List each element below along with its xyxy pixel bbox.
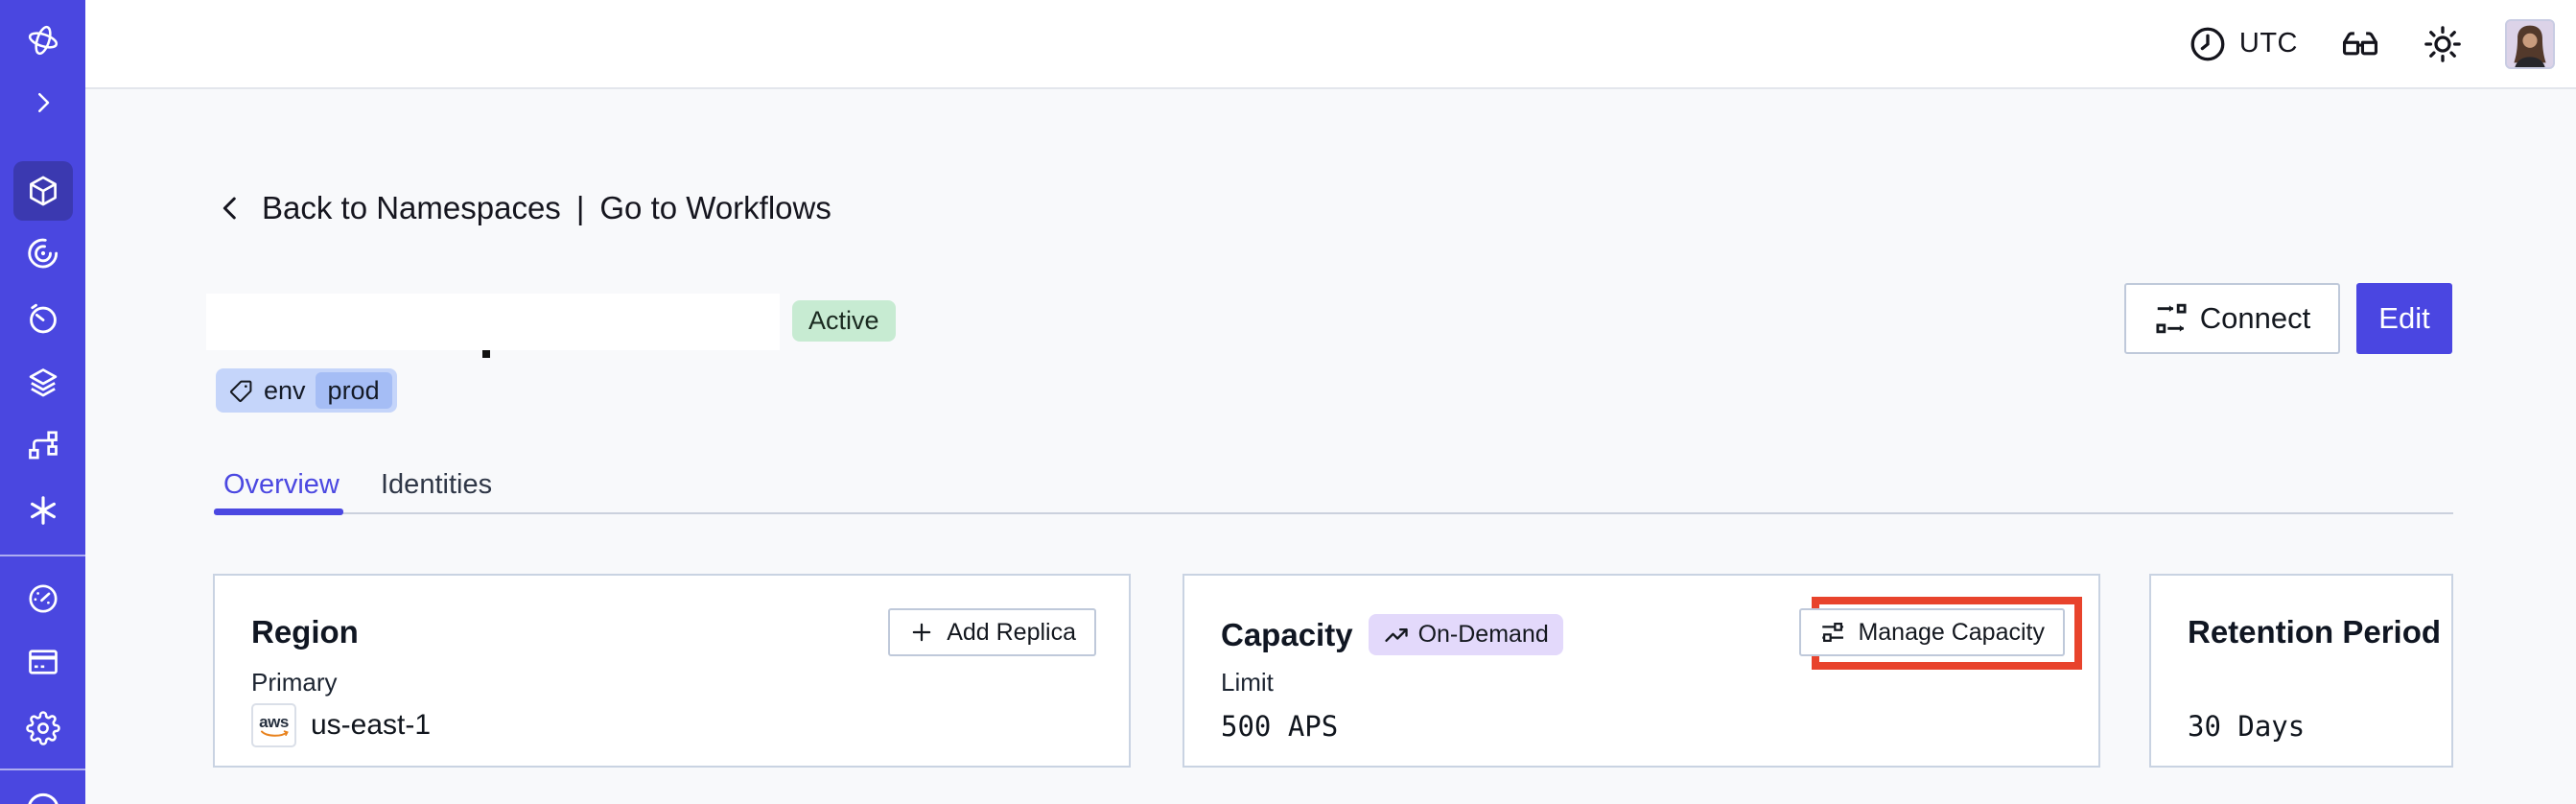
retention-value: 30 Days: [2188, 710, 2306, 743]
sun-theme-icon: [2424, 25, 2461, 62]
worker-branch-icon: [28, 431, 58, 460]
nexus-asterisk-icon: [30, 496, 56, 525]
edit-label: Edit: [2378, 301, 2430, 335]
sidebar-item-support[interactable]: [0, 787, 85, 804]
retention-card-title: Retention Period: [2188, 614, 2442, 650]
tab-identities[interactable]: Identities: [381, 469, 493, 500]
tag-key: env: [264, 375, 306, 405]
sidebar-divider: [0, 769, 85, 770]
sidebar-divider: [0, 555, 85, 556]
redaction-artifact: [482, 350, 490, 358]
region-primary-label: Primary: [251, 668, 338, 697]
on-demand-label: On-Demand: [1417, 621, 1549, 648]
region-value-row: aws us-east-1: [251, 702, 431, 748]
connect-flow-icon: [2156, 303, 2187, 334]
user-avatar[interactable]: [2505, 18, 2555, 69]
glasses-reader-icon: [2342, 31, 2378, 55]
capacity-card-title: Capacity: [1221, 616, 1353, 652]
namespaces-cube-icon: [29, 176, 57, 206]
status-badge: Active: [792, 300, 896, 342]
data-encoder-button[interactable]: [2340, 24, 2380, 64]
sidebar-item-schedules[interactable]: [13, 289, 73, 348]
capacity-limit-label: Limit: [1221, 668, 1274, 697]
manage-capacity-button[interactable]: Manage Capacity: [1799, 608, 2065, 656]
topbar: UTC: [85, 0, 2576, 89]
aws-logo-text: aws: [259, 713, 289, 731]
breadcrumb: Back to Namespaces | Go to Workflows: [214, 190, 831, 226]
add-replica-button[interactable]: Add Replica: [888, 608, 1096, 656]
aws-provider-badge: aws: [251, 703, 296, 747]
add-replica-label: Add Replica: [947, 618, 1076, 646]
trending-up-icon: [1384, 627, 1408, 642]
region-card-title: Region: [251, 614, 359, 650]
connect-label: Connect: [2199, 301, 2311, 335]
breadcrumb-workflows-link[interactable]: Go to Workflows: [599, 190, 831, 225]
sidebar-item-worker-deployments[interactable]: [13, 415, 73, 475]
capacity-value: 500 APS: [1221, 710, 1339, 743]
tab-overview[interactable]: Overview: [223, 469, 340, 500]
sidebar-item-usage[interactable]: [13, 569, 73, 628]
schedules-timer-icon: [29, 303, 57, 334]
sidebar-nav: [0, 0, 85, 804]
sliders-icon: [1822, 623, 1844, 642]
connect-button[interactable]: Connect: [2124, 283, 2340, 354]
timezone-selector[interactable]: UTC: [2188, 24, 2298, 64]
breadcrumb-back-link[interactable]: Back to Namespaces: [262, 190, 561, 225]
temporal-logo[interactable]: [13, 11, 73, 70]
tab-rule: [214, 512, 2453, 514]
sidebar-item-settings[interactable]: [13, 698, 73, 758]
sidebar-item-namespaces[interactable]: [12, 161, 73, 221]
retention-card: Retention Period 30 Days: [2149, 574, 2453, 768]
region-card: Region Add Replica Primary aws us-east-1: [213, 574, 1131, 768]
aws-smile-icon: [260, 730, 289, 737]
sidebar-expand-chevron-icon[interactable]: [13, 73, 73, 132]
support-icon-partial: [28, 792, 59, 804]
plus-icon: [912, 623, 931, 642]
timezone-label: UTC: [2238, 28, 2298, 59]
manage-capacity-label: Manage Capacity: [1858, 618, 2045, 646]
namespace-name-redacted: [206, 294, 780, 350]
settings-gear-icon: [25, 711, 60, 745]
edit-button[interactable]: Edit: [2356, 283, 2452, 354]
tag-value: prod: [315, 372, 392, 409]
usage-gauge-icon: [28, 584, 58, 613]
sidebar-item-deployments[interactable]: [13, 353, 73, 413]
namespace-tag-chip[interactable]: env prod: [216, 368, 397, 413]
sidebar-item-billing[interactable]: [13, 632, 73, 692]
region-value: us-east-1: [311, 709, 432, 741]
tag-icon: [230, 380, 252, 402]
theme-toggle-button[interactable]: [2423, 24, 2463, 64]
chevron-left-icon[interactable]: [214, 192, 246, 225]
active-tab-underline: [214, 508, 343, 515]
clock-icon: [2190, 27, 2225, 60]
deployments-layers-icon: [29, 368, 57, 397]
main-content: Back to Namespaces | Go to Workflows Act…: [85, 89, 2576, 804]
capacity-card: Capacity On-Demand Manage Capacity Limit…: [1183, 574, 2100, 768]
workflows-spiral-icon: [27, 238, 58, 269]
on-demand-badge: On-Demand: [1368, 614, 1563, 655]
sidebar-item-workflows[interactable]: [13, 224, 73, 283]
billing-card-icon: [28, 650, 58, 674]
breadcrumb-separator: |: [575, 190, 585, 225]
sidebar-item-nexus[interactable]: [13, 481, 73, 540]
